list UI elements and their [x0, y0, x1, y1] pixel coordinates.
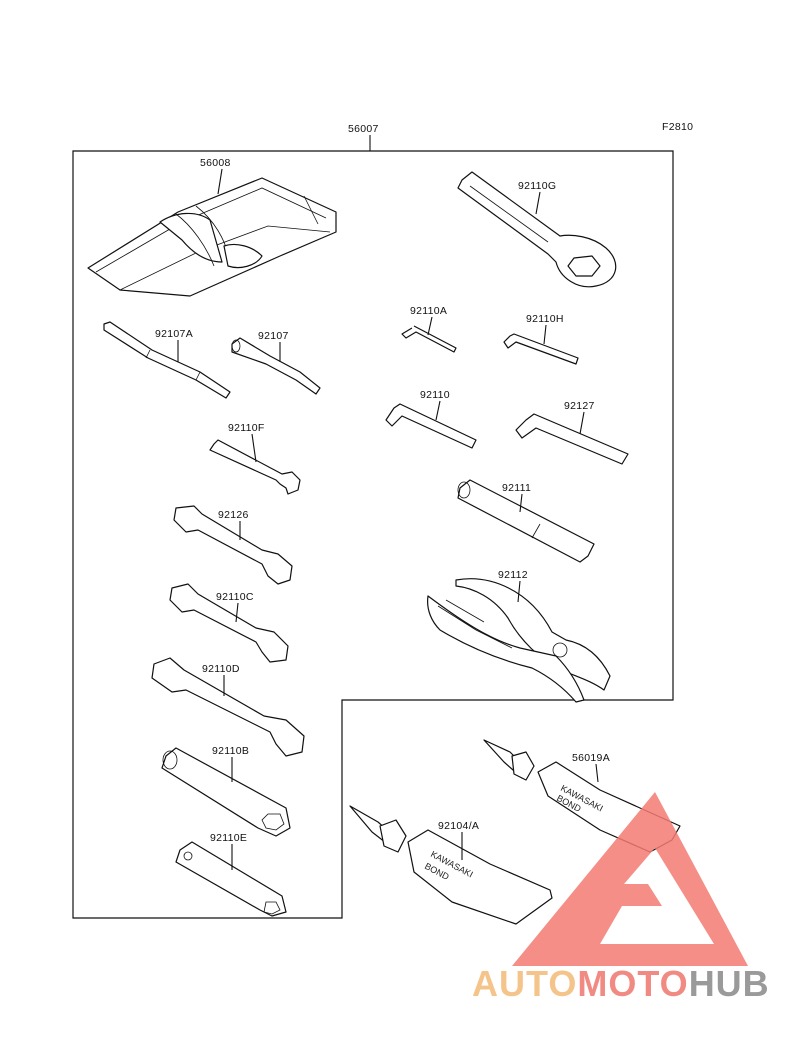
leader-hex-key-h — [543, 324, 547, 345]
pliers-illustration — [427, 578, 611, 703]
label-wrench-c: 92110C — [216, 591, 254, 603]
label-ring-spanner: 92110G — [518, 180, 556, 192]
leader-hex-key-small — [427, 316, 433, 336]
hex-key-large-illustration — [515, 413, 629, 465]
wrench-c-illustration — [169, 583, 289, 663]
leader-pliers — [517, 580, 521, 603]
label-case: 56008 — [200, 157, 231, 169]
leader-extension-bar — [519, 493, 523, 513]
label-extension-bar: 92111 — [502, 482, 531, 494]
label-hex-key-h: 92110H — [526, 313, 564, 325]
watermark-moto: MOTO — [577, 963, 688, 1004]
screwdriver-bit-illustration — [231, 337, 321, 395]
label-screwdriver-handle: 92107A — [155, 328, 193, 340]
figure-code: F2810 — [662, 121, 693, 133]
case-illustration — [87, 177, 337, 297]
hex-key-medium-illustration — [385, 403, 477, 449]
ring-spanner-illustration — [457, 171, 617, 288]
screwdriver-handle-illustration — [103, 321, 231, 399]
label-bond-tube-92104a: 92104/A — [438, 820, 479, 832]
label-bond-tube-56019a: 56019A — [572, 752, 610, 764]
assembly-label: 56007 — [348, 123, 379, 135]
wrench-f-illustration — [209, 439, 301, 495]
label-wrench-f: 92110F — [228, 422, 265, 434]
watermark-auto: AUTO — [472, 963, 577, 1004]
leader-hex-key-medium — [435, 400, 441, 421]
leader-hex-key-large — [579, 411, 585, 435]
leader-wrench-f — [251, 433, 257, 463]
watermark-logo — [512, 792, 748, 966]
wrench-92126-illustration — [173, 505, 293, 585]
watermark-triangle-icon — [512, 792, 748, 966]
label-hex-key-medium: 92110 — [420, 389, 450, 401]
hex-key-h-illustration — [503, 333, 579, 365]
kit-frame — [72, 150, 674, 919]
leader-bond-tube-56019a — [595, 763, 599, 783]
box-wrench-e-illustration — [175, 841, 287, 917]
extension-bar-illustration — [457, 479, 595, 563]
wrench-d-illustration — [151, 657, 305, 757]
leader-wrench-c — [235, 602, 239, 623]
label-hex-key-small: 92110A — [410, 305, 447, 317]
label-wrench-92126: 92126 — [218, 509, 249, 521]
label-box-wrench-e: 92110E — [210, 832, 247, 844]
watermark-hub: HUB — [689, 963, 770, 1004]
label-hex-key-large: 92127 — [564, 400, 595, 412]
leader-ring-spanner — [535, 191, 541, 215]
box-wrench-b-illustration — [161, 747, 291, 837]
bond-tube-92104a-illustration: KAWASAKI BOND — [349, 805, 553, 925]
leader-case — [217, 168, 223, 195]
label-wrench-d: 92110D — [202, 663, 240, 675]
label-pliers: 92112 — [498, 569, 528, 581]
label-screwdriver-bit: 92107 — [258, 330, 289, 342]
label-box-wrench-b: 92110B — [212, 745, 249, 757]
hex-key-small-illustration — [401, 325, 457, 353]
watermark-text: AUTOMOTOHUB — [472, 963, 770, 1004]
